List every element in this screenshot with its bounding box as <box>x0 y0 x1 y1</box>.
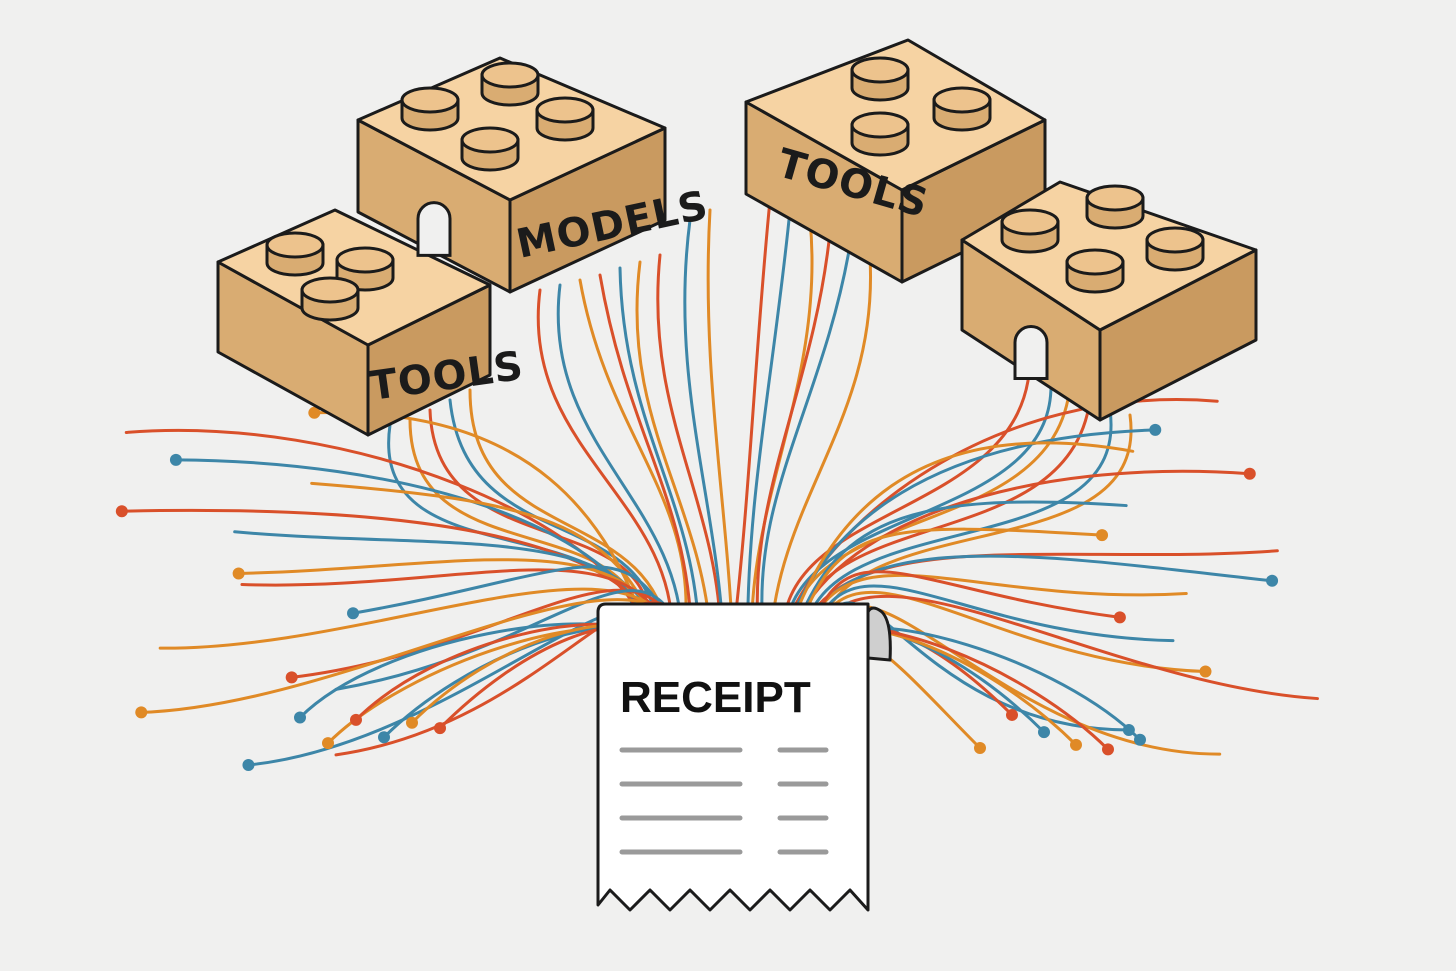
wire-endpoint <box>1149 423 1162 436</box>
wire <box>784 441 1135 642</box>
wire <box>746 208 792 642</box>
lego-brick-icon <box>960 180 1258 422</box>
wire-endpoint <box>1243 467 1256 480</box>
wire-endpoint <box>1199 665 1212 678</box>
wire-endpoint <box>1006 708 1018 721</box>
lego-brick-icon: MODELS <box>356 56 712 294</box>
wire-endpoint <box>1113 611 1126 624</box>
brick-notch <box>416 201 452 257</box>
wire <box>656 253 723 642</box>
wire-endpoint <box>115 505 128 518</box>
brick-stud <box>1000 208 1060 254</box>
wire <box>793 527 1104 642</box>
brick-stud <box>400 86 460 132</box>
wire-endpoint <box>1070 738 1082 751</box>
wire-endpoint <box>1038 726 1050 739</box>
brick-stud <box>1145 226 1205 272</box>
wire-endpoint <box>322 737 334 750</box>
wire <box>536 288 674 642</box>
brick-stud <box>265 231 325 277</box>
brick-stud <box>932 86 992 132</box>
brick-stud <box>850 111 910 157</box>
wire <box>683 218 726 642</box>
wire-endpoint <box>294 711 306 724</box>
wire-endpoint <box>350 713 362 726</box>
wire-endpoint <box>347 607 360 620</box>
wire <box>731 198 772 642</box>
lego-brick-icon: TOOLS <box>216 208 526 437</box>
wire-endpoint <box>974 742 986 755</box>
wire <box>755 230 832 642</box>
receipt-line-items <box>619 747 829 855</box>
wire <box>781 358 1032 642</box>
brick-stud <box>535 96 595 142</box>
wire-endpoint <box>169 453 182 466</box>
lego-brick-icon: TOOLS <box>744 38 1047 284</box>
wire <box>556 283 684 642</box>
brick-stud <box>480 61 540 107</box>
wire <box>598 273 694 642</box>
receipt-paper <box>596 602 870 912</box>
wire-endpoint <box>285 671 298 684</box>
brick-stud <box>460 126 520 172</box>
brick-stud <box>1085 184 1145 230</box>
receipt-curl <box>866 606 892 662</box>
wire <box>635 260 713 642</box>
wire <box>618 266 701 642</box>
brick-stud <box>850 56 910 102</box>
wire-endpoint <box>406 716 418 729</box>
wire <box>706 208 735 642</box>
wire-endpoint <box>308 406 321 419</box>
wire-bundle <box>115 198 1319 772</box>
wire <box>790 500 1128 642</box>
wire-endpoint <box>242 759 255 772</box>
wire-endpoint <box>1102 743 1114 756</box>
brick-notch <box>1013 325 1049 380</box>
wire <box>769 256 873 642</box>
wire-endpoint <box>1096 529 1109 542</box>
wire <box>468 388 671 642</box>
brick-stud <box>1065 248 1125 294</box>
receipt-title: RECEIPT <box>620 673 811 722</box>
wire-endpoint <box>1266 574 1279 587</box>
wire-endpoint <box>378 731 390 744</box>
wire-endpoint <box>135 706 148 719</box>
wire <box>120 508 664 642</box>
wire-endpoint <box>434 722 446 735</box>
receipt-icon: RECEIPT <box>596 602 892 912</box>
wire-endpoint <box>232 567 245 580</box>
wire <box>578 278 688 642</box>
wire <box>240 568 673 642</box>
wire <box>760 243 852 642</box>
brick-stud <box>300 276 360 322</box>
wire <box>802 408 1113 642</box>
wire-endpoint <box>1134 733 1146 746</box>
wire <box>805 570 1122 642</box>
